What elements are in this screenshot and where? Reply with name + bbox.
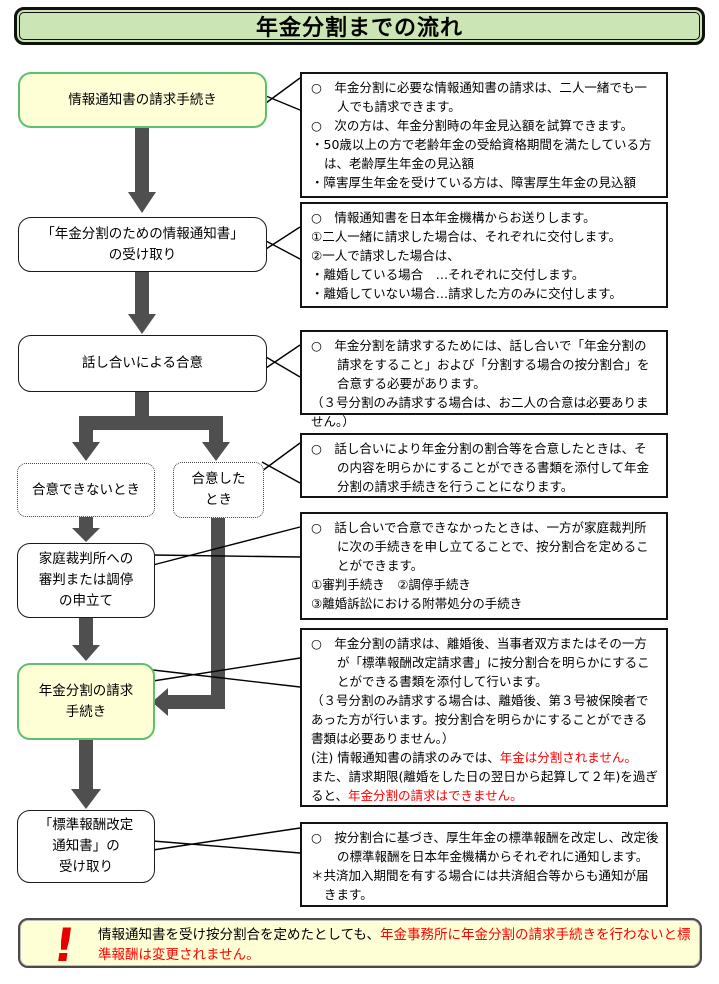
flow-box-label: 「年金分割のための情報通知書」 の受け取り <box>41 225 244 263</box>
arrow-agreed-to-request <box>152 518 225 716</box>
text-line: （３号分割のみ請求する場合は、お二人の合意は必要ありません。） <box>311 395 649 429</box>
explanation-box-4: ○ 話し合いにより年金分割の割合等を合意したときは、その内容を明らかにすることが… <box>300 433 668 498</box>
callout-line <box>265 77 301 104</box>
page-title: 年金分割までの流れ <box>255 16 463 41</box>
callout-line <box>152 840 301 854</box>
flow-box-agreement-by-discussion: 話し合いによる合意 <box>18 335 267 392</box>
text-line: ・離婚していない場合…請求した方のみに交付します。 <box>311 286 622 301</box>
arrow-step1-down <box>128 128 156 213</box>
note-line: (注) 情報通知書の請求のみでは、年金は分割されません。 <box>311 748 659 767</box>
text-line: ②一人で請求した場合は、 <box>311 248 460 263</box>
text-line: ・離婚している場合 …それぞれに交付します。 <box>311 267 585 282</box>
callout-line <box>265 344 301 369</box>
note-text: また、請求期限(離婚をした日の翌日から起算して２年)を過ぎると、 <box>311 769 658 803</box>
callout-line <box>261 442 301 472</box>
note-text-red: 年金分割の請求はできません。 <box>348 788 523 803</box>
text-line: ○ 情報通知書を日本年金機構からお送りします。 <box>311 210 596 225</box>
text-line: ○ 話し合いで合意できなかったときは、一方が家庭裁判所に次の手続きを申し立てるこ… <box>311 520 649 573</box>
explanation-box-6: ○ 年金分割の請求は、離婚後、当事者双方またはその一方が「標準報酬改定請求書」に… <box>300 628 668 807</box>
arrow-request-down <box>71 740 101 809</box>
arrow-no-agree-down <box>72 517 100 542</box>
text-line: （３号分割のみ請求する場合は、離婚後、第３号被保険者であった方が行います。按分割… <box>311 693 649 746</box>
warning-text: 情報通知書を受け按分割合を定めたとしても、年金事務所に年金分割の請求手続きを行わ… <box>98 925 692 965</box>
text-line: ○ 年金分割の請求は、離婚後、当事者双方またはその一方が「標準報酬改定請求書」に… <box>311 636 650 689</box>
warning-box: ! 情報通知書を受け按分割合を定めたとしても、年金事務所に年金分割の請求手続きを… <box>18 918 702 972</box>
flow-box-label: 家庭裁判所への 審判または調停 の申立て <box>38 551 134 609</box>
explanation-box-1: ○ 年金分割に必要な情報通知書の請求は、二人一緒でも一人でも請求できます。 ○ … <box>300 72 668 198</box>
text-line: ＊共済加入期間を有する場合には共済組合等からも通知が届きます。 <box>311 868 649 902</box>
note-line: また、請求期限(離婚をした日の翌日から起算して２年)を過ぎると、年金分割の請求は… <box>311 767 659 805</box>
callout-line <box>265 226 301 250</box>
text-line: ○ 按分割合に基づき、厚生年金の標準報酬を改定し、改定後の標準報酬を日本年金機構… <box>311 830 659 864</box>
callout-line <box>152 657 301 682</box>
flow-box-label: 話し合いによる合意 <box>81 355 204 372</box>
flow-box-no-agreement: 合意できないとき <box>17 463 155 517</box>
callout-line <box>261 461 301 484</box>
text-line: ○ 年金分割を請求するためには、話し合いで「年金分割の請求をすること」および「分… <box>311 338 650 391</box>
flow-box-receive-revision-notice: 「標準報酬改定 通知書」の 受け取り <box>17 810 155 883</box>
callout-line <box>152 669 301 688</box>
text-line: ③離婚訴訟における附帯処分の手続き <box>311 596 523 611</box>
text-line: ・障害厚生年金を受けている方は、障害厚生年金の見込額 <box>311 175 637 190</box>
explanation-box-5: ○ 話し合いで合意できなかったときは、一方が家庭裁判所に次の手続きを申し立てるこ… <box>300 512 668 620</box>
callout-line <box>152 827 301 851</box>
text-line: ・50歳以上の方で老齢年金の受給資格期間を満たしている方は、老齢厚生年金の見込額 <box>311 137 652 171</box>
flow-box-label: 情報通知書の請求手続き <box>68 91 217 108</box>
callout-line <box>152 526 301 566</box>
explanation-box-7: ○ 按分割合に基づき、厚生年金の標準報酬を改定し、改定後の標準報酬を日本年金機構… <box>300 822 668 907</box>
flow-box-label: 「標準報酬改定 通知書」の 受け取り <box>38 817 134 875</box>
exclamation-icon: ! <box>50 918 79 972</box>
note-text-red: 年金は分割されません。 <box>499 750 637 765</box>
flow-box-agreed: 合意した とき <box>173 462 264 518</box>
arrow-split <box>72 392 230 461</box>
page-title-bar: 年金分割までの流れ <box>14 7 705 45</box>
arrow-step2-down <box>128 272 156 334</box>
flow-box-label: 合意できないとき <box>32 481 140 498</box>
flow-box-label: 合意した とき <box>191 471 246 508</box>
flow-box-family-court: 家庭裁判所への 審判または調停 の申立て <box>17 543 155 618</box>
explanation-box-2: ○ 情報通知書を日本年金機構からお送りします。 ①二人一緒に請求した場合は、それ… <box>300 202 668 308</box>
flow-box-division-request: 年金分割の請求 手続き <box>17 663 155 740</box>
text-line: ○ 年金分割に必要な情報通知書の請求は、二人一緒でも一人でも請求できます。 <box>311 80 647 114</box>
text-line: ①審判手続き ②調停手続き <box>311 577 471 592</box>
explanation-box-3: ○ 年金分割を請求するためには、話し合いで「年金分割の請求をすること」および「分… <box>300 330 668 429</box>
warning-text-red: 年金事務所に年金分割の請求手続きを行わないと標準報酬は変更されません。 <box>98 927 691 963</box>
warning-text-black: 情報通知書を受け按分割合を定めたとしても、 <box>98 927 381 943</box>
note-text: (注) 情報通知書の請求のみでは、 <box>311 750 500 765</box>
flow-box-receive-info-notice: 「年金分割のための情報通知書」 の受け取り <box>18 217 267 272</box>
callout-line <box>265 240 301 260</box>
text-line: ○ 次の方は、年金分割時の年金見込額を試算できます。 <box>311 118 634 133</box>
arrow-court-down <box>72 618 100 661</box>
flow-box-label: 年金分割の請求 手続き <box>38 682 134 720</box>
text-line: ①二人一緒に請求した場合は、それぞれに交付します。 <box>311 229 621 244</box>
callout-line <box>152 554 301 558</box>
callout-line <box>265 95 301 111</box>
callout-line <box>265 356 301 378</box>
text-line: ○ 話し合いにより年金分割の割合等を合意したときは、その内容を明らかにすることが… <box>311 441 650 494</box>
flow-box-info-notice-request: 情報通知書の請求手続き <box>18 72 267 128</box>
